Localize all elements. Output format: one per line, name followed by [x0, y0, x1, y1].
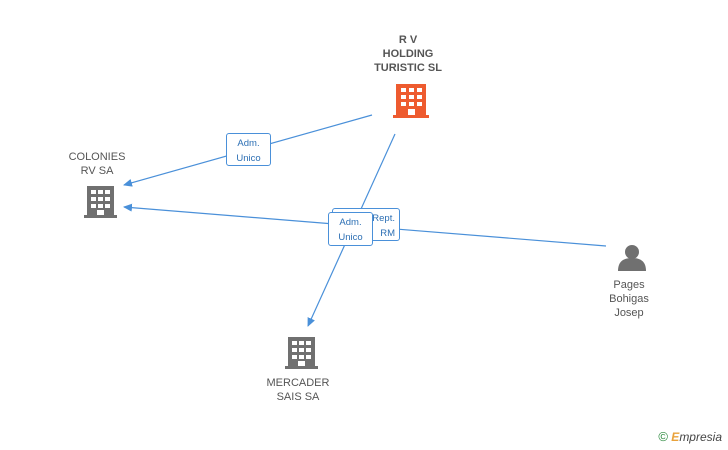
node-label-pages[interactable]: Pages Bohigas Josep	[609, 279, 649, 319]
brand-logo: Empresia	[671, 430, 722, 444]
edge-label-adm-unico: Adm. Unico	[328, 212, 373, 246]
building-icon[interactable]	[285, 337, 318, 369]
person-icon[interactable]	[618, 245, 646, 271]
building-icon[interactable]	[393, 84, 429, 118]
edge-label-adm-unico: Adm. Unico	[226, 133, 271, 166]
node-label-rv-holding[interactable]: R V HOLDING TURISTIC SL	[374, 34, 442, 74]
empresia-watermark: © Empresia	[658, 429, 722, 444]
copyright-symbol: ©	[658, 429, 668, 444]
node-label-colonies[interactable]: COLONIES RV SA	[68, 151, 126, 177]
building-icon[interactable]	[84, 186, 117, 218]
node-label-mercader[interactable]: MERCADER SAIS SA	[266, 377, 330, 403]
